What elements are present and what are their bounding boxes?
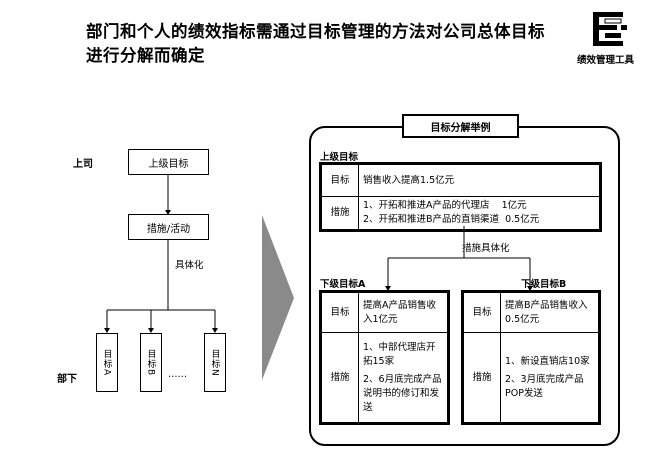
lower-a-table: 目标 提高A产品销售收入1亿元 措施 1、中部代理店开拓15家 2、6月底完成产…: [319, 290, 450, 425]
page-title: 部门和个人的绩效指标需通过目标管理的方法对公司总体目标进行分解而确定: [86, 22, 545, 65]
lower-b-measure-label: 措施: [463, 332, 501, 423]
lower-b-table: 目标 提高B产品销售收入0.5亿元 措施 1、新设直销店10家 2、3月底完成产…: [461, 290, 601, 425]
upper-measure-cell-label: 措施: [321, 196, 359, 230]
specific-label: 具体化: [175, 260, 204, 271]
lower-a-measure-2: 2、6月底完成产品说明书的修订和发送: [363, 373, 442, 413]
subordinate-label: 部下: [57, 374, 77, 385]
upper-measure-2: 2、开拓和推进B产品的直销渠道 0.5亿元: [363, 214, 540, 225]
goal-n-box: 目标N: [204, 333, 226, 392]
upper-goal-box: 上级目标: [128, 149, 209, 175]
lower-a-goal-label: 目标: [321, 292, 359, 333]
upper-measure-cell-value: 1、开拓和推进A产品的代理店 1亿元 2、开拓和推进B产品的直销渠道 0.5亿元: [358, 196, 600, 230]
lower-a-measure-1: 1、中部代理店开拓15家: [363, 341, 436, 367]
upper-goal-table: 目标 销售收入提高1.5亿元 措施 1、开拓和推进A产品的代理店 1亿元 2、开…: [319, 162, 602, 232]
lower-b-measures: 1、新设直销店10家 2、3月底完成产品POP发送: [500, 332, 599, 423]
lower-a-measures: 1、中部代理店开拓15家 2、6月底完成产品说明书的修订和发送: [358, 332, 448, 423]
upper-goal-label: 上级目标: [320, 152, 359, 163]
lower-b-measure-2: 2、3月底完成产品POP发送: [505, 373, 584, 399]
lower-b-measure-1: 1、新设直销店10家: [505, 355, 590, 367]
upper-measure-1: 1、开拓和推进A产品的代理店 1亿元: [363, 200, 527, 211]
example-heading: 目标分解举例: [402, 114, 519, 138]
logo-text: 绩效管理工具: [577, 55, 635, 66]
lower-a-label: 下级目标A: [320, 279, 366, 290]
goal-b-box: 目标B: [140, 333, 162, 392]
goal-a-box: 目标A: [96, 333, 118, 392]
lower-b-goal-label: 目标: [463, 292, 501, 333]
lower-a-measure-label: 措施: [321, 332, 359, 423]
ellipsis: ……: [168, 369, 187, 380]
connector-label: 措施具体化: [462, 243, 510, 254]
lower-b-label: 下级目标B: [521, 279, 567, 290]
logo-icon: [593, 12, 627, 46]
superior-label: 上司: [73, 159, 93, 170]
lower-a-goal-value: 提高A产品销售收入1亿元: [358, 292, 448, 333]
lower-b-goal-value: 提高B产品销售收入0.5亿元: [500, 292, 599, 333]
upper-goal-cell-label: 目标: [321, 164, 359, 197]
upper-goal-cell-value: 销售收入提高1.5亿元: [358, 164, 600, 197]
measures-activities-box: 措施/活动: [128, 214, 209, 240]
